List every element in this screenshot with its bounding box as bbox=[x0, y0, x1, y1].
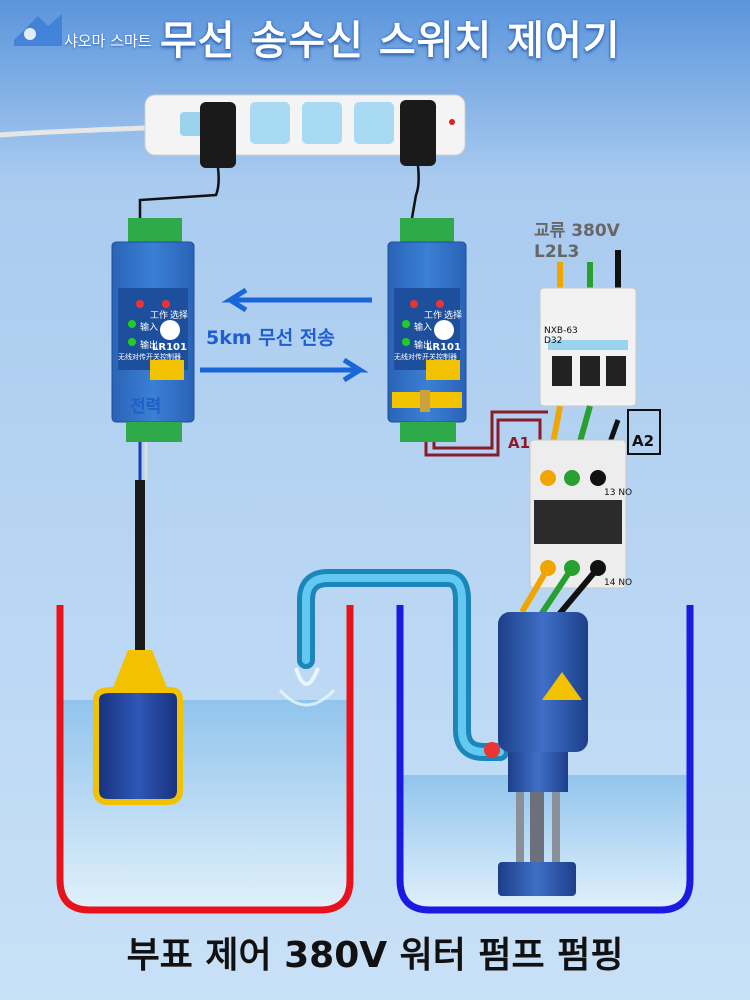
circuit-breaker bbox=[539, 250, 637, 407]
brand-name: 샤오마 스마트 bbox=[64, 32, 152, 50]
bottom-caption: 부표 제어 380V 워터 펌프 펌핑 bbox=[126, 935, 624, 976]
water-pump bbox=[484, 612, 588, 896]
led-select-label: 选择 bbox=[170, 311, 189, 321]
control-wire-a1 bbox=[424, 418, 542, 460]
breaker-model: NXB-63 bbox=[544, 326, 578, 336]
led-output-label: 输出 bbox=[140, 341, 159, 351]
float-switch bbox=[93, 480, 183, 805]
receiver-module bbox=[387, 218, 467, 442]
power-adapter-left bbox=[138, 102, 236, 218]
contact-a2-label: A2 bbox=[632, 432, 655, 450]
breaker-rating: D32 bbox=[544, 336, 563, 346]
power-label: 전력 bbox=[130, 397, 162, 417]
contactor bbox=[529, 405, 627, 589]
led-work-label-right: 工作 bbox=[424, 311, 443, 321]
contactor-bottom-label: 14 NO bbox=[604, 578, 633, 588]
module-name-right: 无线对传开关控制器 bbox=[394, 353, 457, 361]
right-water-tank bbox=[396, 605, 694, 914]
led-work-label: 工作 bbox=[150, 311, 169, 321]
power-adapter-right bbox=[400, 100, 436, 219]
contact-a1-label: A1 bbox=[508, 434, 531, 452]
led-input-label: 输入 bbox=[140, 323, 159, 333]
ac-voltage-label: 교류 380V bbox=[534, 221, 620, 241]
transmitter-module bbox=[111, 218, 195, 480]
contactor-top-label: 13 NO bbox=[604, 488, 633, 498]
water-splash-icon bbox=[278, 667, 336, 707]
module-name-left: 无线对传开关控制器 bbox=[118, 353, 181, 361]
led-input-label-right: 输入 bbox=[414, 323, 433, 333]
module-model-right: LR101 bbox=[426, 342, 461, 353]
wireless-arrows-icon bbox=[200, 287, 372, 383]
led-select-label-right: 选择 bbox=[444, 311, 463, 321]
brand-logo-icon bbox=[14, 14, 62, 46]
module-model-left: LR101 bbox=[152, 342, 187, 353]
page-title: 무선 송수신 스위치 제어기 bbox=[160, 18, 621, 64]
phase-label: L2L3 bbox=[534, 242, 580, 262]
led-output-label-right: 输出 bbox=[414, 341, 433, 351]
contact-a2-box bbox=[627, 409, 661, 455]
wireless-transmission-label: 5km 무선 전송 bbox=[206, 327, 335, 349]
